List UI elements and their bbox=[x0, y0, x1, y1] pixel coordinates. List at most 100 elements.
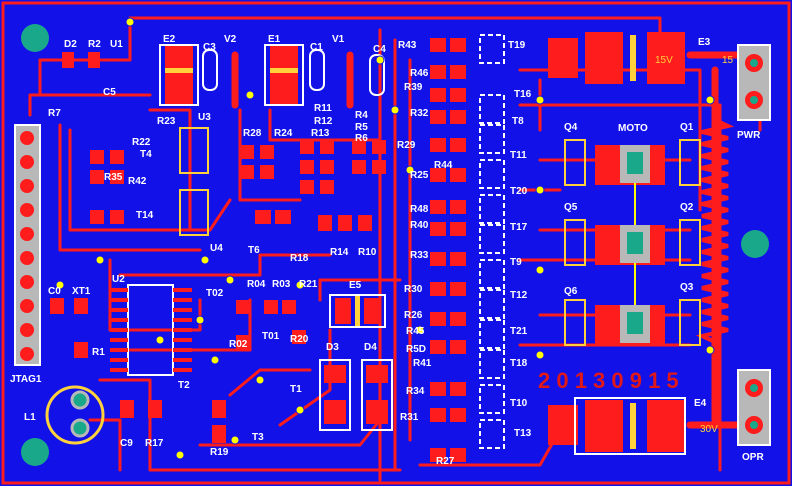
label-r28: R28 bbox=[243, 128, 262, 139]
label-t01: T01 bbox=[262, 331, 280, 342]
output-components bbox=[319, 294, 393, 431]
label-r4: R4 bbox=[355, 110, 368, 121]
label-r20: R20 bbox=[290, 334, 309, 345]
label-q1: Q1 bbox=[680, 122, 694, 133]
label-v2: V2 bbox=[224, 34, 237, 45]
inductor-l1 bbox=[45, 385, 105, 445]
label-c9: C9 bbox=[120, 438, 133, 449]
label-pwr: PWR bbox=[737, 130, 761, 141]
label-l1: L1 bbox=[24, 412, 36, 423]
mcu-u2 bbox=[110, 284, 192, 376]
resistor-column bbox=[430, 38, 466, 462]
label-t8: T8 bbox=[512, 116, 524, 127]
label-r6: R6 bbox=[355, 133, 368, 144]
regulator-capacitors bbox=[159, 44, 385, 106]
label-r1: R1 bbox=[92, 347, 105, 358]
label-t19: T19 bbox=[508, 40, 526, 51]
label-r33: R33 bbox=[410, 250, 429, 261]
label-t6: T6 bbox=[248, 245, 260, 256]
jtag-header bbox=[14, 124, 41, 366]
label-t11: T11 bbox=[510, 150, 527, 161]
label-t17: T17 bbox=[510, 222, 528, 233]
label-r03: R03 bbox=[272, 279, 291, 290]
label-e3: E3 bbox=[698, 37, 711, 48]
label-v1: V1 bbox=[332, 34, 345, 45]
label-d3: D3 bbox=[326, 342, 339, 353]
date-code: 2 0 1 3 0 9 1 5 bbox=[538, 368, 679, 393]
label-r17: R17 bbox=[145, 438, 164, 449]
label-e1: E1 bbox=[268, 34, 281, 45]
label-r27: R27 bbox=[436, 456, 455, 467]
label-r02: R02 bbox=[229, 339, 248, 350]
label-r44: R44 bbox=[434, 160, 453, 171]
label-t18: T18 bbox=[510, 358, 528, 369]
label-r48: R48 bbox=[410, 204, 429, 215]
label-r2: R2 bbox=[88, 39, 101, 50]
label-q5: Q5 bbox=[564, 202, 578, 213]
label-t9: T9 bbox=[510, 257, 522, 268]
mounting-holes bbox=[21, 24, 769, 466]
label-r24: R24 bbox=[274, 128, 293, 139]
label-r5: R5 bbox=[355, 122, 368, 133]
label-q6: Q6 bbox=[564, 286, 578, 297]
label-t3: T3 bbox=[252, 432, 264, 443]
label-r29: R29 bbox=[397, 140, 416, 151]
silkscreen-labels: D2 R2 U1 E2 C3 V2 E1 C1 V1 C4 R43 T19 E3… bbox=[10, 34, 764, 467]
label-r12: R12 bbox=[314, 116, 333, 127]
label-t02: T02 bbox=[206, 288, 224, 299]
label-r18: R18 bbox=[290, 253, 309, 264]
opamp-packages bbox=[179, 127, 209, 236]
label-t14: T14 bbox=[136, 210, 154, 221]
label-r41: R41 bbox=[413, 358, 432, 369]
label-r39: R39 bbox=[404, 82, 423, 93]
driver-coil-trace bbox=[695, 118, 735, 344]
label-u3: U3 bbox=[198, 112, 211, 123]
label-r43: R43 bbox=[398, 40, 417, 51]
label-r35: R35 bbox=[104, 172, 123, 183]
motor-pads bbox=[620, 145, 650, 343]
label-t13: T13 bbox=[514, 428, 532, 439]
label-q4: Q4 bbox=[564, 122, 578, 133]
label-r26: R26 bbox=[404, 310, 423, 321]
label-t10: T10 bbox=[510, 398, 528, 409]
label-d2: D2 bbox=[64, 39, 77, 50]
label-xt1: XT1 bbox=[72, 286, 91, 297]
label-r31: R31 bbox=[400, 412, 419, 423]
label-e5: E5 bbox=[349, 280, 362, 291]
label-r14: R14 bbox=[330, 247, 349, 258]
label-t12: T12 bbox=[510, 290, 528, 301]
label-u1: U1 bbox=[110, 39, 123, 50]
label-c5: C5 bbox=[103, 87, 116, 98]
label-c4: C4 bbox=[373, 44, 386, 55]
label-r11: R11 bbox=[314, 103, 332, 114]
label-r10: R10 bbox=[358, 247, 377, 258]
copper-label-30v: 30V bbox=[700, 424, 718, 435]
large-capacitors bbox=[548, 32, 686, 455]
label-r21: R21 bbox=[299, 279, 318, 290]
label-e4: E4 bbox=[694, 398, 707, 409]
copper-label-15: 15 bbox=[722, 55, 734, 66]
label-r19: R19 bbox=[210, 447, 229, 458]
label-u4: U4 bbox=[210, 243, 223, 254]
label-q2: Q2 bbox=[680, 202, 694, 213]
label-moto: MOTO bbox=[618, 123, 648, 134]
label-r45: R45 bbox=[406, 326, 425, 337]
label-r22: R22 bbox=[132, 137, 151, 148]
label-r25: R25 bbox=[410, 170, 429, 181]
label-jtag: JTAG1 bbox=[10, 374, 42, 385]
label-t21: T21 bbox=[510, 326, 528, 337]
label-r32: R32 bbox=[410, 108, 429, 119]
label-c0: C0 bbox=[48, 286, 61, 297]
smd-pads bbox=[50, 52, 386, 443]
label-t2: T2 bbox=[178, 380, 190, 391]
label-e2: E2 bbox=[163, 34, 176, 45]
label-r7: R7 bbox=[48, 108, 61, 119]
label-u2: U2 bbox=[112, 274, 125, 285]
label-r04: R04 bbox=[247, 279, 266, 290]
label-r50: R5D bbox=[406, 344, 426, 355]
label-c1: C1 bbox=[310, 42, 323, 53]
label-r13: R13 bbox=[311, 128, 330, 139]
label-q3: Q3 bbox=[680, 282, 694, 293]
label-c3: C3 bbox=[203, 42, 216, 53]
